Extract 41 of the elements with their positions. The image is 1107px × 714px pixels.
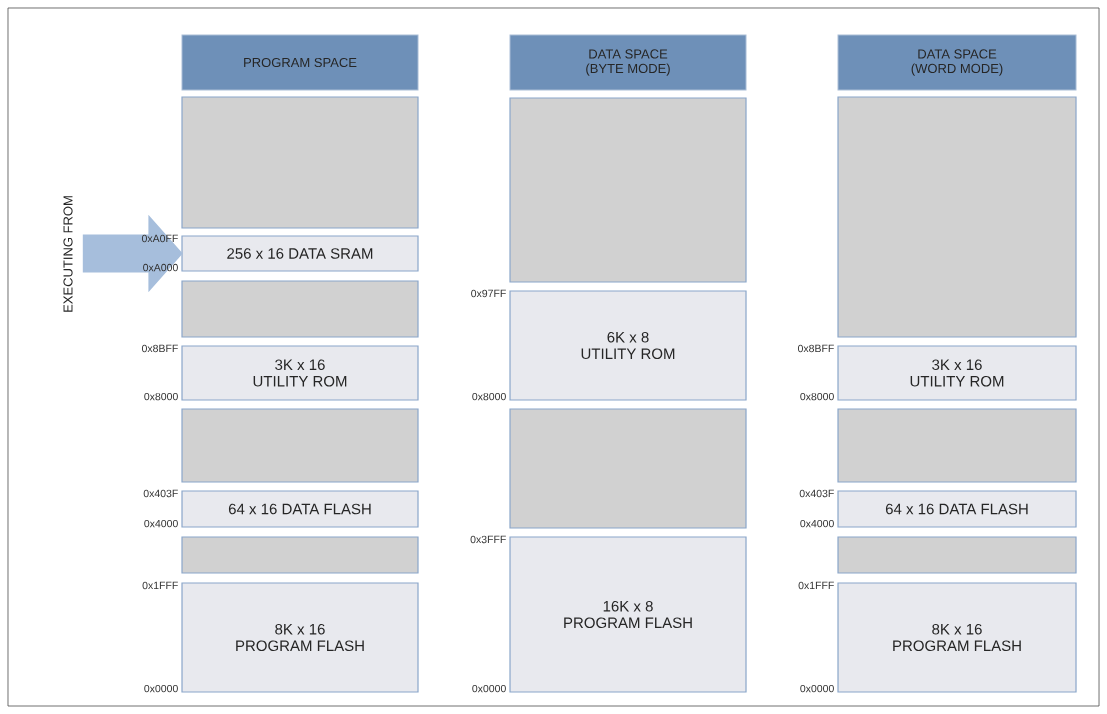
- memory-block: 16K x 8 PROGRAM FLASH: [509, 536, 747, 693]
- unused-block: [837, 96, 1077, 338]
- memory-block: 8K x 16 PROGRAM FLASH: [837, 582, 1077, 693]
- address-label: 0x4000: [800, 519, 834, 528]
- address-label: 0x8000: [472, 392, 506, 401]
- memory-block: 64 x 16 DATA FLASH: [181, 490, 419, 528]
- unused-block: [181, 536, 419, 574]
- memory-block: 3K x 16 UTILITY ROM: [837, 345, 1077, 401]
- unused-block: [837, 408, 1077, 483]
- memory-block: 256 x 16 DATA SRAM: [181, 235, 419, 272]
- header-bar: PROGRAM SPACE: [181, 34, 419, 91]
- address-label: 0x1FFF: [142, 581, 178, 590]
- address-label: 0x0000: [800, 684, 834, 693]
- header-bar: DATA SPACE (BYTE MODE): [509, 34, 747, 91]
- memory-block: 3K x 16 UTILITY ROM: [181, 345, 419, 401]
- unused-block: [181, 408, 419, 483]
- address-label: 0x403F: [143, 489, 178, 498]
- address-label: 0xA0FF: [141, 234, 178, 243]
- address-label: 0x8BFF: [797, 344, 834, 353]
- memory-block: 8K x 16 PROGRAM FLASH: [181, 582, 419, 693]
- memory-block: 6K x 8 UTILITY ROM: [509, 290, 747, 401]
- address-label: 0x8000: [800, 392, 834, 401]
- address-label: 0x3FFF: [470, 535, 506, 544]
- rotated-label: EXECUTING FROM: [63, 196, 73, 312]
- unused-block: [181, 280, 419, 338]
- memory-block: 64 x 16 DATA FLASH: [837, 490, 1077, 528]
- block-arrow: [82, 214, 183, 293]
- header-bar: DATA SPACE (WORD MODE): [837, 34, 1077, 91]
- address-label: 0x0000: [472, 684, 506, 693]
- address-label: 0x8000: [144, 392, 178, 401]
- address-label: 0x403F: [799, 489, 834, 498]
- address-label: 0x0000: [144, 684, 178, 693]
- unused-block: [837, 536, 1077, 574]
- address-label: 0x4000: [144, 519, 178, 528]
- address-label: 0xA000: [143, 263, 178, 272]
- address-label: 0x1FFF: [798, 581, 834, 590]
- address-label: 0x97FF: [471, 289, 506, 298]
- unused-block: [509, 97, 747, 283]
- unused-block: [509, 408, 747, 529]
- unused-block: [181, 96, 419, 229]
- address-label: 0x8BFF: [141, 344, 178, 353]
